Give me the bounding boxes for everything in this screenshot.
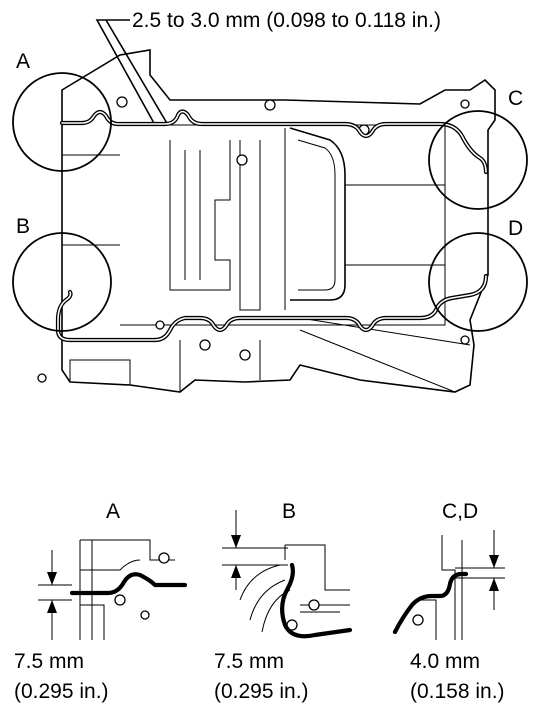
detail-a-title: A [106,500,120,523]
detail-cd-mm: 4.0 mm [410,650,480,673]
detail-b-in: (0.295 in.) [214,680,309,703]
detail-a-mm: 7.5 mm [14,650,84,673]
detail-view-a: A 7.5 mm (0.295 in.) [14,500,188,703]
detail-circle-a [12,72,112,172]
label-c: C [508,87,523,110]
label-d: D [508,217,523,240]
detail-b-mm: 7.5 mm [214,650,284,673]
detail-view-b: B 7.5 mm (0.295 in.) [214,500,353,703]
callout-leader [95,19,169,126]
label-b: B [16,215,30,238]
detail-circle-d [428,232,528,332]
detail-circle-c [428,110,528,210]
detail-cd-in: (0.158 in.) [410,680,505,703]
detail-circle-b [12,232,112,332]
label-a: A [16,50,30,73]
sealant-bead-path [55,109,489,343]
bead-thickness-callout: 2.5 to 3.0 mm (0.098 to 0.118 in.) [132,9,441,32]
detail-cd-title: C,D [442,500,478,523]
detail-a-in: (0.295 in.) [14,680,109,703]
detail-view-cd: C,D 4.0 mm (0.158 in.) [392,500,505,703]
detail-b-title: B [282,500,296,523]
